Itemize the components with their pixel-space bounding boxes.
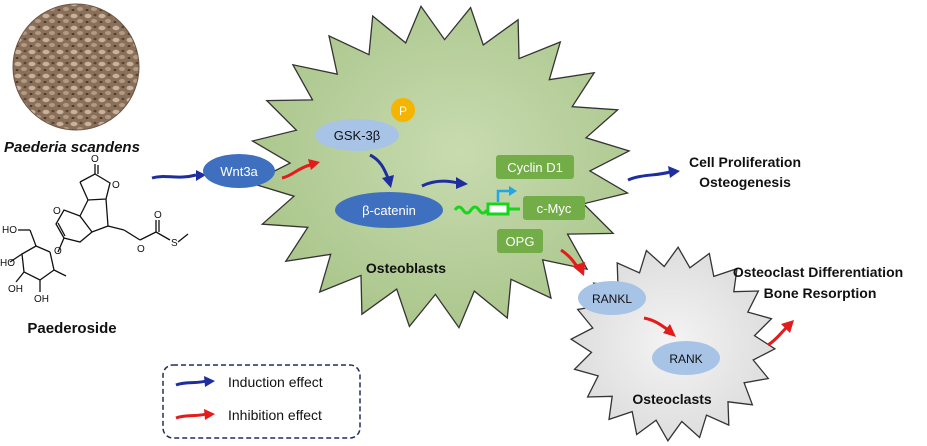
induction-arrowhead xyxy=(668,166,680,178)
atom-label: O xyxy=(54,246,62,257)
atom-label: O xyxy=(91,154,99,165)
atom-label: O xyxy=(53,206,61,217)
atom-label: HO xyxy=(0,258,15,269)
cyclin-d1-box xyxy=(496,155,574,179)
atom-label: OH xyxy=(34,294,49,305)
c-myc-box xyxy=(523,196,585,220)
plant-material-image xyxy=(12,3,140,131)
gsk3b-label: GSK-3β xyxy=(334,128,381,143)
atom-label: O xyxy=(112,180,120,191)
inhibition-arrow xyxy=(643,316,669,332)
bone-resorption-text: Bone Resorption xyxy=(764,285,877,301)
legend-induction-label: Induction effect xyxy=(228,374,323,390)
gsk3b-protein xyxy=(315,119,399,151)
rank-label: RANK xyxy=(669,352,702,366)
inhibition-arrowhead xyxy=(308,159,320,170)
inhibition-arrowhead xyxy=(572,262,585,276)
osteoblasts-label: Osteoblasts xyxy=(366,260,446,276)
c-myc-label: c-Myc xyxy=(537,201,572,216)
inhibition-arrow xyxy=(281,163,311,180)
rankl-protein xyxy=(578,281,646,315)
inhibition-arrowhead xyxy=(663,324,676,337)
rankl-label: RANKL xyxy=(592,292,632,306)
atom-label: S xyxy=(171,238,178,249)
osteoclasts-label: Osteoclasts xyxy=(632,391,712,407)
inhibition-arrow xyxy=(767,326,788,347)
induction-arrowhead xyxy=(196,170,206,181)
induction-arrowhead xyxy=(456,177,468,189)
opg-box xyxy=(497,229,543,253)
induction-arrowhead xyxy=(382,175,394,188)
wnt3a-label: Wnt3a xyxy=(220,164,258,179)
opg-label: OPG xyxy=(506,234,535,249)
transcription-start-arrow xyxy=(496,189,510,202)
osteogenesis-text: Osteogenesis xyxy=(699,174,791,190)
phosphate-group xyxy=(391,98,415,122)
atom-label: HO xyxy=(2,225,17,236)
induction-arrow xyxy=(369,153,390,179)
legend-induction-arrow xyxy=(175,379,207,387)
rank-protein xyxy=(652,341,720,375)
induction-arrow xyxy=(421,179,459,188)
legend-inhibition-label: Inhibition effect xyxy=(228,407,322,423)
gene-promoter xyxy=(486,202,510,216)
induction-arrow xyxy=(627,170,671,182)
cyclin-d1-label: Cyclin D1 xyxy=(507,160,563,175)
phosphate-label: P xyxy=(399,104,407,118)
legend-inhibition-arrow xyxy=(175,412,207,420)
cell-proliferation-text: Cell Proliferation xyxy=(689,154,801,170)
inhibition-arrowhead xyxy=(781,320,794,333)
compound-name: Paederoside xyxy=(27,320,116,337)
beta-catenin-label: β-catenin xyxy=(362,203,416,218)
dna-strand xyxy=(453,205,489,215)
transcription-arrowhead xyxy=(509,186,517,196)
legend-induction-arrowhead xyxy=(204,376,215,387)
induction-arrow xyxy=(151,173,197,180)
osteoclast-differentiation-text: Osteoclast Differentiation xyxy=(733,264,903,280)
paederoside-structure xyxy=(9,164,189,292)
atom-label: OH xyxy=(8,284,23,295)
legend-inhibition-arrowhead xyxy=(204,409,215,420)
atom-label: O xyxy=(137,244,145,255)
atom-label: O xyxy=(154,210,162,221)
legend-box xyxy=(162,364,361,439)
wnt3a-protein xyxy=(203,154,275,188)
beta-catenin-protein xyxy=(335,192,443,228)
plant-name: Paederia scandens xyxy=(4,139,140,156)
